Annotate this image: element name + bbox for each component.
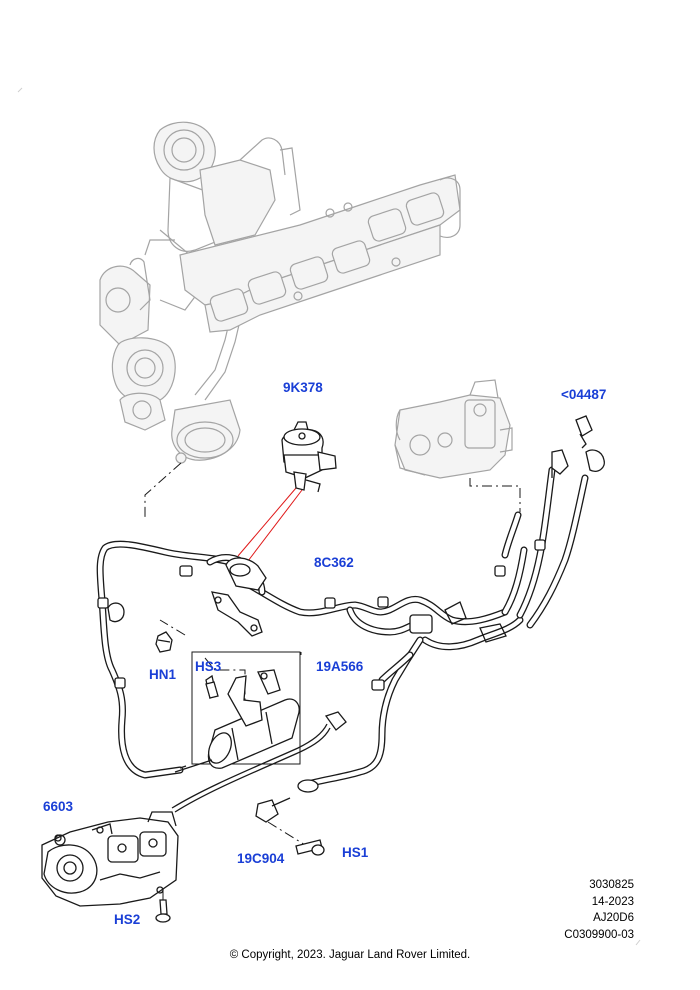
part-hs1-bolt bbox=[295, 839, 325, 856]
callout-8c362[interactable]: 8C362 bbox=[314, 555, 354, 570]
part-hn1-nut bbox=[155, 631, 173, 653]
vacuum-hose-harness bbox=[96, 466, 589, 789]
part-19a566-reservoir bbox=[174, 651, 301, 773]
callout-19a566[interactable]: 19A566 bbox=[316, 659, 364, 674]
callout-6603[interactable]: 6603 bbox=[43, 799, 74, 814]
illustration-number: 3030825 bbox=[589, 879, 634, 891]
part-hs3-bolt bbox=[205, 681, 219, 699]
leader-lines bbox=[144, 462, 521, 905]
callout-hn1[interactable]: HN1 bbox=[149, 667, 177, 682]
ghost-egr-module bbox=[394, 379, 513, 479]
reference-block: 3030825 14-2023 AJ20D6 C0309900-03 bbox=[514, 879, 634, 946]
callout-04487[interactable]: <04487 bbox=[561, 387, 607, 402]
callout-9k378[interactable]: 9K378 bbox=[283, 380, 323, 395]
part-hs2-bolt bbox=[155, 899, 171, 923]
reference-date: 14-2023 bbox=[591, 895, 634, 908]
part-04487-connector bbox=[551, 415, 605, 478]
red-leader-lines bbox=[237, 487, 303, 562]
callout-hs3[interactable]: HS3 bbox=[195, 659, 222, 674]
part-6603-vacuum-pump bbox=[41, 811, 179, 907]
callout-hs2[interactable]: HS2 bbox=[114, 912, 141, 927]
harness-valve bbox=[225, 557, 267, 591]
callout-19c904[interactable]: 19C904 bbox=[237, 851, 285, 866]
sensor-cable bbox=[171, 711, 347, 813]
ghost-exhaust-manifold bbox=[179, 174, 461, 333]
copyright-notice: © Copyright, 2023. Jaguar Land Rover Lim… bbox=[229, 949, 471, 961]
part-19c904-sensor bbox=[179, 765, 319, 823]
part-9k378-solenoid bbox=[281, 421, 337, 493]
callout-hs1[interactable]: HS1 bbox=[342, 845, 369, 860]
figure-code: C0309900-03 bbox=[564, 928, 634, 941]
model-code: AJ20D6 bbox=[593, 912, 634, 924]
